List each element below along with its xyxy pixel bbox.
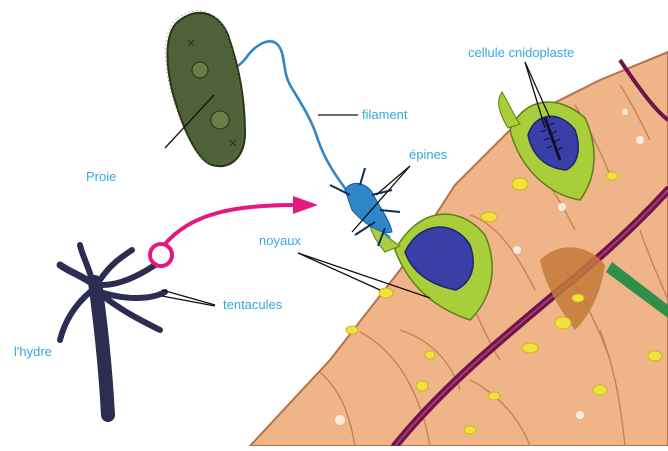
label-hydre: l'hydre (14, 345, 52, 358)
label-noyaux: noyaux (259, 234, 301, 247)
magenta-arrow (150, 196, 318, 266)
label-filament: filament (362, 108, 408, 121)
label-proie: Proie (86, 170, 116, 183)
label-epines: épines (409, 148, 447, 161)
hydra (60, 245, 165, 415)
label-cellule-cnidoplaste: cellule cnidoplaste (468, 46, 574, 59)
prey-paramecium (165, 11, 245, 166)
filament-and-spines (226, 41, 400, 246)
label-tentacules: tentacules (223, 298, 282, 311)
